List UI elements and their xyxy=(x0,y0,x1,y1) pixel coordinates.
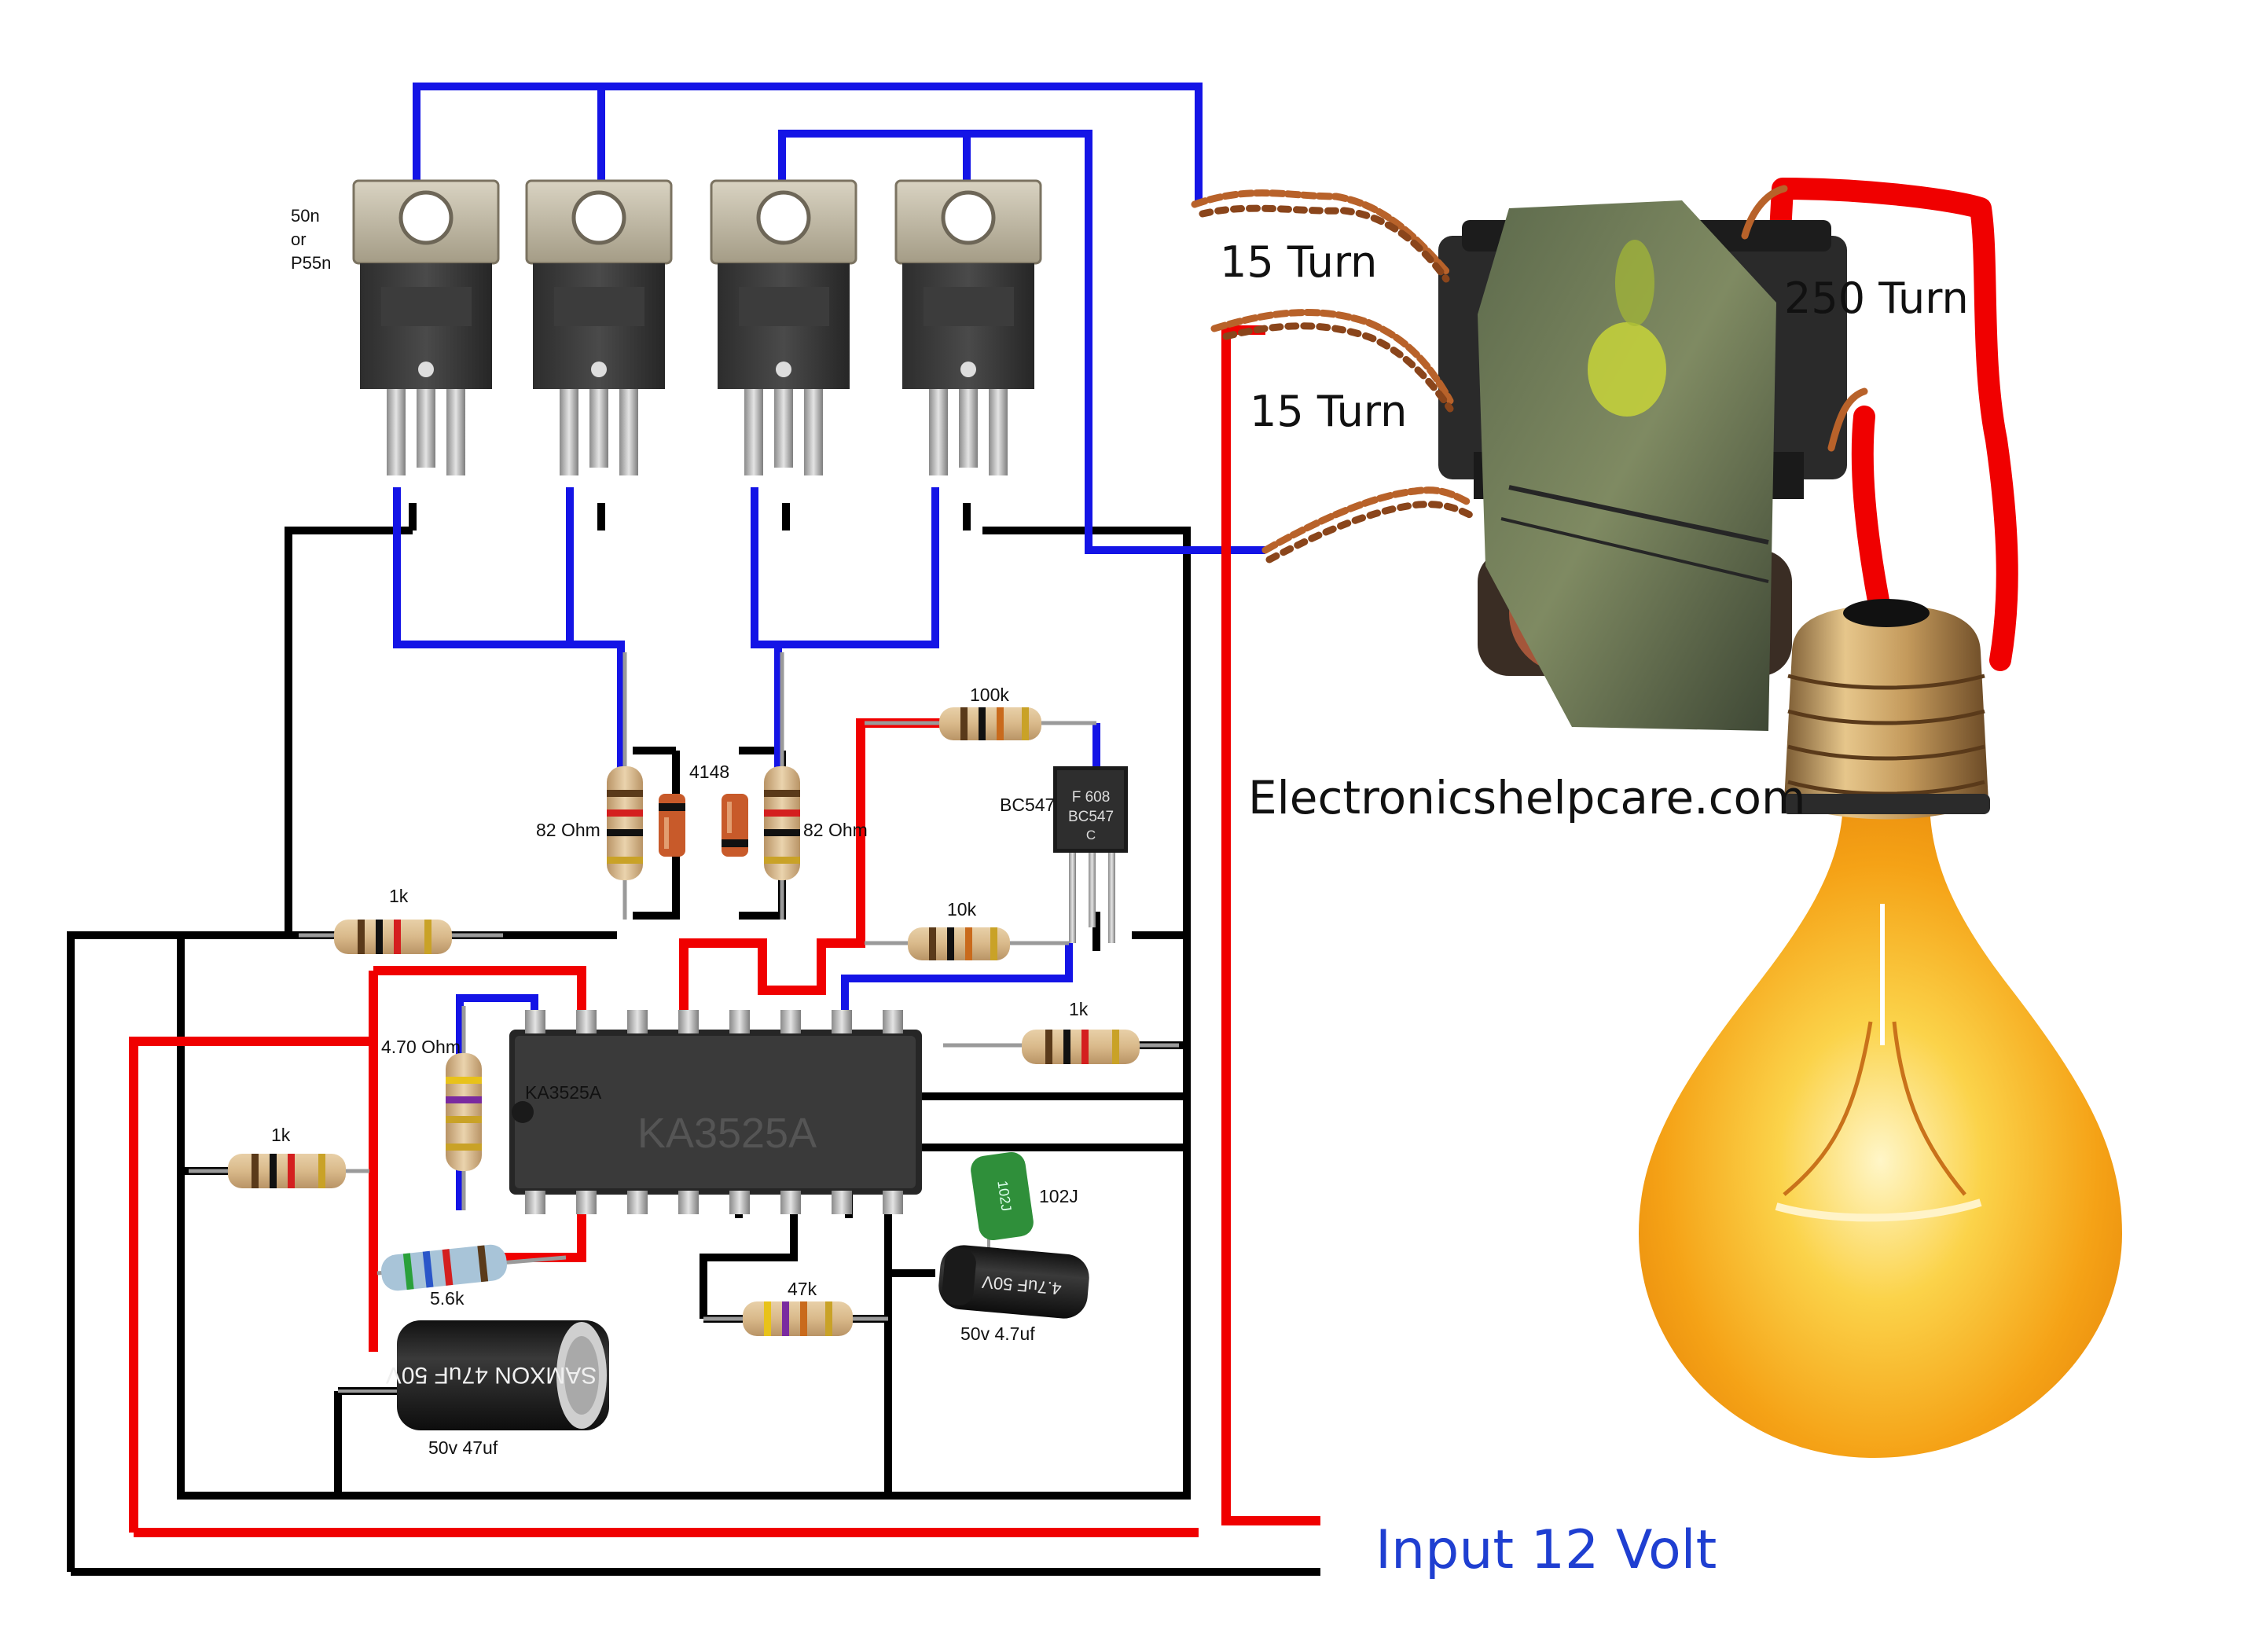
transformer xyxy=(1438,200,1847,731)
light-bulb xyxy=(1639,599,2122,1458)
capacitor-47uf: SAMXON 47uF 50V xyxy=(338,1320,609,1430)
resistor-82-ohm-right xyxy=(764,652,800,920)
primary-turns-bottom-label: 15 Turn xyxy=(1250,387,1407,436)
mosfet-2 xyxy=(525,179,673,475)
secondary-turns-label: 250 Turn xyxy=(1784,273,1969,323)
r-4-7-label: 4.70 Ohm xyxy=(381,1037,461,1057)
svg-text:50n: 50n xyxy=(291,206,320,226)
r-47k-label: 47k xyxy=(788,1279,817,1299)
svg-text:C: C xyxy=(1086,828,1096,843)
r-5-6k-label: 5.6k xyxy=(430,1288,465,1309)
transistor-bc547: F 608 BC547 C xyxy=(1053,766,1128,943)
secondary-red-wires xyxy=(1769,178,2018,671)
resistor-5-6k xyxy=(376,1244,567,1291)
bc547-label: BC547 xyxy=(1000,795,1055,815)
r-1k-top-label: 1k xyxy=(389,886,409,906)
resistor-1k-top xyxy=(299,920,503,954)
diode-right xyxy=(722,794,748,857)
r-1k-left-label: 1k xyxy=(271,1125,291,1145)
mosfet-1 xyxy=(352,179,500,475)
resistor-82-ohm-left xyxy=(607,652,643,920)
capacitor-102j: 102J xyxy=(971,1151,1034,1257)
r-10k-label: 10k xyxy=(947,899,977,920)
mosfet-4 xyxy=(894,179,1042,475)
cap-47uf-label: 50v 47uf xyxy=(428,1437,498,1458)
svg-text:or: or xyxy=(291,229,307,249)
svg-text:SAMXON 47uF 50V: SAMXON 47uF 50V xyxy=(386,1362,597,1388)
diode-label: 4148 xyxy=(689,762,729,782)
cap-102j-label: 102J xyxy=(1039,1186,1078,1206)
resistor-1k-left xyxy=(189,1154,369,1188)
resistor-10k xyxy=(865,927,1069,960)
svg-text:KA3525A: KA3525A xyxy=(637,1110,817,1157)
resistor-47k xyxy=(703,1301,888,1336)
cap-4-7uf-label: 50v 4.7uf xyxy=(960,1323,1035,1344)
ic-label: KA3525A xyxy=(525,1082,602,1103)
svg-text:F 608: F 608 xyxy=(1072,789,1111,806)
resistor-100k xyxy=(865,707,1096,740)
ic-ka3525a: KA3525A xyxy=(509,1010,922,1214)
diode-left xyxy=(659,794,685,857)
svg-text:P55n: P55n xyxy=(291,253,331,273)
primary-leads xyxy=(1191,185,1868,564)
resistor-1k-right xyxy=(943,1030,1179,1064)
mosfet-type-label: 50n or P55n xyxy=(291,206,331,273)
r-82-right-label: 82 Ohm xyxy=(803,820,868,840)
svg-text:BC547: BC547 xyxy=(1068,809,1114,825)
resistor-4-7-ohm xyxy=(446,1006,482,1210)
capacitor-4-7uf: 4.7uF 50V xyxy=(938,1245,1089,1319)
primary-turns-top-label: 15 Turn xyxy=(1220,237,1377,287)
r-100k-label: 100k xyxy=(970,685,1009,705)
r-82-left-label: 82 Ohm xyxy=(536,820,600,840)
website-label: Electronicshelpcare.com xyxy=(1248,771,1805,824)
r-1k-right-label: 1k xyxy=(1069,999,1089,1019)
mosfet-3 xyxy=(710,179,857,475)
input-voltage-label: Input 12 Volt xyxy=(1375,1519,1717,1581)
